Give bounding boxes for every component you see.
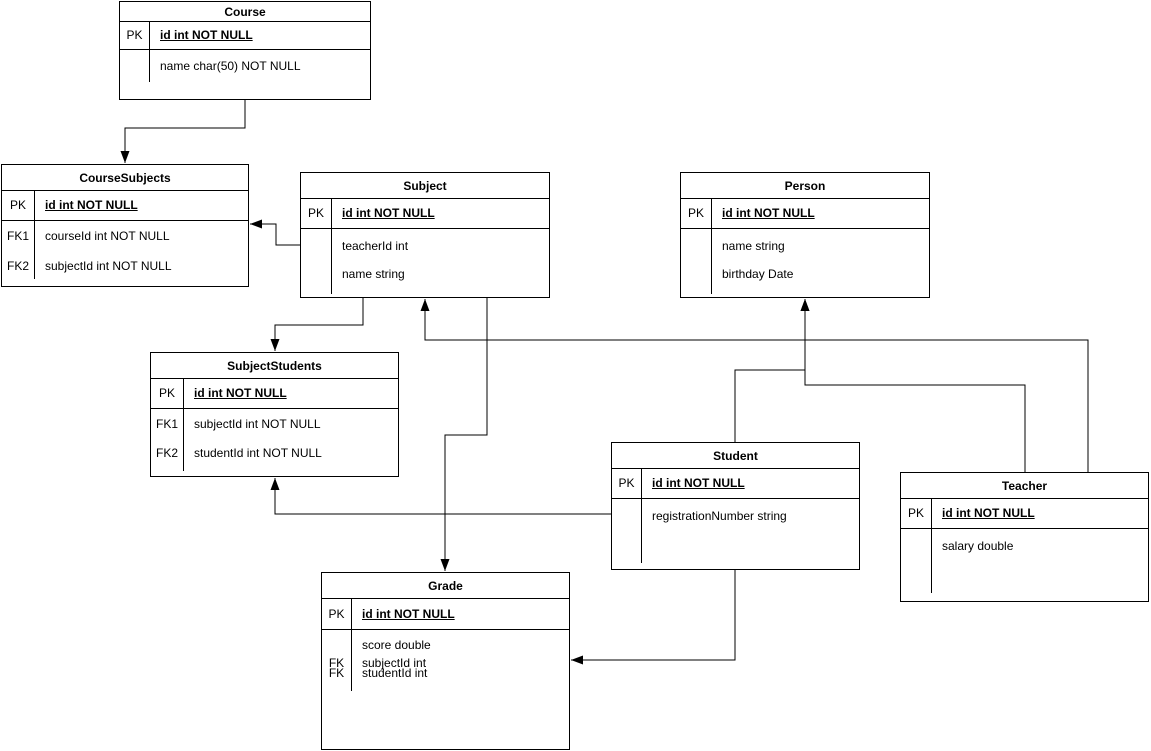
pk-label: PK [328,607,345,621]
key-column-divider [351,599,352,691]
field-text: courseId int NOT NULL [45,229,170,243]
connector-subject-to-grade [440,298,488,571]
pk-field: id int NOT NULL [722,206,815,220]
connector-teacher-to-subject [420,299,1089,472]
fk-label: FK2 [155,446,178,460]
entity-course-title: Course [120,2,370,22]
pk-field: id int NOT NULL [652,476,745,490]
field-row: name string [301,267,549,281]
field-text: subjectId int NOT NULL [45,259,172,273]
field-row: FK2 studentId int NOT NULL [151,446,398,460]
connector-student-to-grade [571,570,736,665]
field-row: birthday Date [681,267,929,281]
key-column-divider [931,499,932,593]
entity-grade: Grade PK id int NOT NULL score double FK… [321,572,570,750]
pk-field: id int NOT NULL [942,506,1035,520]
pk-field: id int NOT NULL [194,386,287,400]
key-column-divider [711,199,712,294]
key-column-divider [331,199,332,294]
entity-course: Course PK id int NOT NULL name char(50) … [119,1,371,100]
field-text: name string [342,267,405,281]
pk-label: PK [907,506,924,520]
key-column-divider [641,469,642,563]
field-row: FK subjectId int [322,657,569,669]
entity-person-title: Person [681,173,929,199]
connector-student-to-subject-students [270,478,611,515]
field-row: score double [322,638,569,652]
key-column-divider [149,22,150,82]
connector-subject-to-course-subjects [250,219,300,246]
pk-field: id int NOT NULL [160,28,253,42]
fk-label: FK [328,656,345,670]
field-row: teacherId int [301,239,549,253]
connector-student-to-person [734,299,810,442]
field-text: registrationNumber string [652,509,787,523]
field-text: subjectId int [362,656,427,670]
entity-subject-students: SubjectStudents PK id int NOT NULL FK1 s… [150,352,399,477]
field-row: registrationNumber string [612,509,859,523]
field-text: name char(50) NOT NULL [160,59,301,73]
connector-course-to-course-subjects [120,100,246,163]
entity-course-subjects: CourseSubjects PK id int NOT NULL FK1 co… [1,164,249,287]
fk-label: FK1 [155,417,178,431]
pk-field: id int NOT NULL [45,198,138,212]
entity-course-subjects-title: CourseSubjects [2,165,248,191]
field-text: name string [722,239,785,253]
pk-label: PK [687,206,704,220]
field-text: teacherId int [342,239,409,253]
entity-student-title: Student [612,443,859,469]
connector-subject-to-subject-students [270,298,364,351]
entity-subject: Subject PK id int NOT NULL teacherId int… [300,172,550,298]
pk-label: PK [9,198,26,212]
pk-label: PK [126,28,143,42]
field-text: salary double [942,539,1014,553]
field-row: FK1 subjectId int NOT NULL [151,417,398,431]
field-text: subjectId int NOT NULL [194,417,321,431]
entity-student: Student PK id int NOT NULL registrationN… [611,442,860,570]
pk-label: PK [158,386,175,400]
pk-field: id int NOT NULL [342,206,435,220]
field-row: name string [681,239,929,253]
entity-subject-title: Subject [301,173,549,199]
field-text: birthday Date [722,267,794,281]
pk-label: PK [618,476,635,490]
entity-grade-title: Grade [322,573,569,599]
field-row: salary double [901,539,1148,553]
key-column-divider [34,191,35,279]
field-text: studentId int [362,666,428,680]
pk-field: id int NOT NULL [362,607,455,621]
field-row: name char(50) NOT NULL [120,59,370,73]
entity-person: Person PK id int NOT NULL name string bi… [680,172,930,298]
key-column-divider [183,379,184,471]
pk-label: PK [307,206,324,220]
field-row: FK studentId int [322,667,569,679]
fk-label: FK2 [6,259,29,273]
field-row: FK2 subjectId int NOT NULL [2,259,248,273]
fk-label: FK [328,666,345,680]
entity-subject-students-title: SubjectStudents [151,353,398,379]
field-text: studentId int NOT NULL [194,446,322,460]
entity-teacher: Teacher PK id int NOT NULL salary double [900,472,1149,602]
field-row: FK1 courseId int NOT NULL [2,229,248,243]
entity-teacher-title: Teacher [901,473,1148,499]
fk-label: FK1 [6,229,29,243]
field-text: score double [362,638,431,652]
